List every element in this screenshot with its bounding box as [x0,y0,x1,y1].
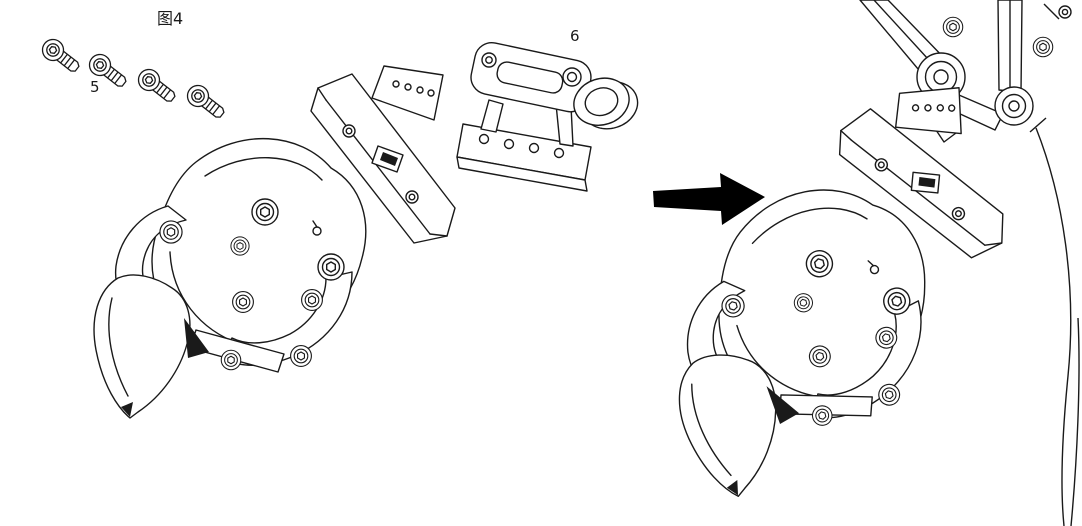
part-5-screws-group [37,34,230,124]
screw-icon [133,64,181,108]
screw-icon [182,80,230,124]
figure-label: 图4 [157,9,184,28]
screw-icon [37,34,85,78]
gripper-assembled-view [618,76,1053,505]
robot-arm-drawing [859,0,1080,526]
part-6-bracket-drawing [456,38,645,192]
gripper-exploded-view [94,66,455,418]
part-5-label: 5 [90,78,100,96]
part-6-label: 6 [570,27,580,45]
assembly-arrow [653,173,765,225]
